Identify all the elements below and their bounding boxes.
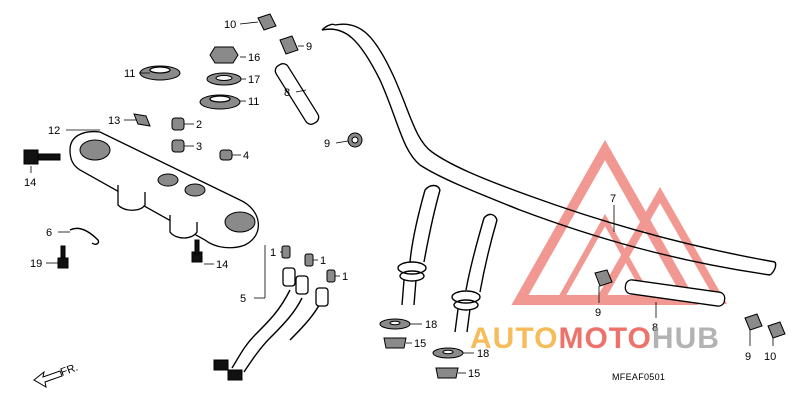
callout-10-right: 10 (764, 351, 776, 363)
callout-3: 3 (196, 141, 202, 153)
wire-clip (57, 227, 100, 269)
callout-12: 12 (48, 125, 60, 137)
callout-18-lower: 18 (477, 348, 489, 360)
callout-18-upper: 18 (425, 319, 437, 331)
watermark-part-moto: MOTO (558, 322, 651, 355)
callout-14-right: 14 (216, 259, 228, 271)
callout-6: 6 (46, 227, 52, 239)
callout-15-upper: 15 (414, 338, 426, 350)
callout-5: 5 (240, 293, 246, 305)
callout-2: 2 (196, 119, 202, 131)
callout-9-top: 9 (306, 41, 312, 53)
callout-1-c: 1 (342, 271, 348, 283)
diagram-code: MFEAF0501 (612, 372, 665, 382)
callout-17: 17 (248, 74, 260, 86)
callout-11-right: 11 (248, 96, 259, 108)
indicator-harness (213, 245, 336, 381)
watermark-part-auto: AUTO (470, 322, 558, 355)
callout-19: 19 (30, 258, 42, 270)
callout-8-right: 8 (652, 322, 658, 334)
left-bar-end-weight (257, 13, 363, 148)
top-bridge (69, 113, 260, 249)
front-direction-arrow: FR. (33, 361, 80, 388)
callout-4: 4 (243, 150, 249, 162)
callout-11-left: 11 (124, 68, 135, 80)
callout-8-left: 8 (284, 87, 290, 99)
callout-7: 7 (610, 193, 616, 205)
watermark-text: AUTOMOTOHUB (470, 322, 720, 355)
leader-lines (30, 21, 774, 374)
callout-9-right-b: 9 (745, 351, 751, 363)
callout-15-lower: 15 (468, 368, 480, 380)
callout-1-a: 1 (270, 247, 276, 259)
callout-labels: 10 9 8 9 11 16 17 11 13 12 2 3 4 14 6 19… (24, 19, 776, 380)
callout-13: 13 (108, 115, 120, 127)
pinch-bolts (23, 149, 203, 263)
right-bar-end-weight (594, 269, 786, 339)
bridge-plugs (171, 117, 233, 161)
callout-14-left: 14 (24, 177, 36, 189)
stem-nut-stack (139, 46, 242, 110)
callout-1-b: 1 (320, 255, 326, 267)
callout-9-right-a: 9 (595, 307, 601, 319)
callout-10-top: 10 (224, 19, 236, 31)
handlebar (321, 23, 777, 333)
callout-9-left: 9 (324, 138, 330, 150)
direction-label: FR. (59, 361, 80, 378)
callout-16: 16 (248, 52, 260, 64)
watermark-part-hub: HUB (652, 322, 720, 355)
